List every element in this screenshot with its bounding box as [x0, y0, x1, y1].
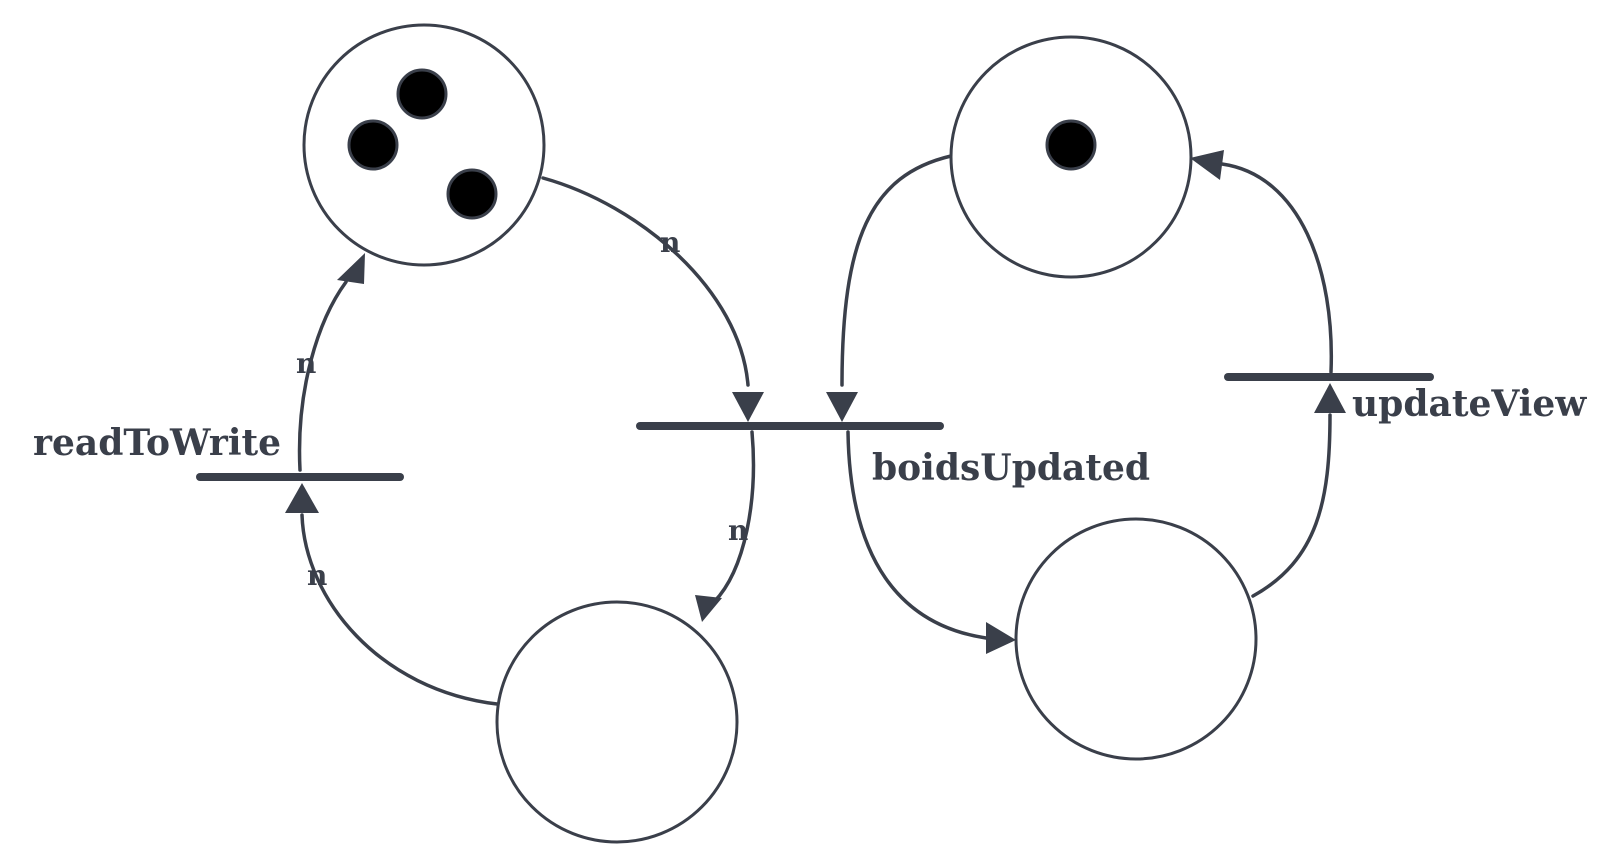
arc-place3-to-boidsupdated — [840, 154, 953, 387]
arc-place1-to-boidsupdated-arrowhead — [732, 392, 764, 422]
arc-boidsupdated-to-place4-arrowhead — [986, 622, 1016, 654]
arc-readtowrite-to-place1 — [297, 280, 348, 472]
arc-place2-to-readtowrite-arrowhead — [285, 483, 319, 513]
token — [396, 68, 448, 120]
arc-place2-to-readtowrite — [300, 513, 499, 706]
arc-boidsupdated-to-place4 — [846, 430, 988, 640]
arc-place4-to-updateview-arrowhead — [1314, 383, 1346, 413]
arc-place4-to-updateview — [1251, 413, 1332, 598]
place-1 — [302, 23, 546, 267]
place-2 — [495, 600, 739, 844]
arc-weight-label: n — [728, 514, 748, 547]
arc-readtowrite-to-place1-arrowhead — [337, 253, 365, 284]
arc-place3-to-boidsupdated-arrowhead — [826, 392, 858, 422]
arc-updateview-to-place3 — [1220, 162, 1334, 374]
arc-updateview-to-place3-arrowhead — [1190, 150, 1224, 180]
arc-boidsupdated-to-place2 — [712, 430, 756, 604]
token — [446, 168, 498, 220]
token — [1045, 119, 1097, 171]
transition-updateview-label: updateView — [1352, 383, 1587, 425]
transition-readtowrite-label: readToWrite — [33, 422, 281, 464]
arc-place1-to-boidsupdated — [541, 176, 750, 387]
token — [347, 119, 399, 171]
arc-boidsupdated-to-place2-arrowhead — [695, 595, 722, 622]
transition-boidsupdated-label: boidsUpdated — [872, 447, 1150, 489]
place-4 — [1014, 517, 1258, 761]
arc-weight-label: n — [307, 559, 327, 592]
arc-weight-label: n — [660, 226, 680, 259]
arc-weight-label: n — [296, 347, 316, 380]
